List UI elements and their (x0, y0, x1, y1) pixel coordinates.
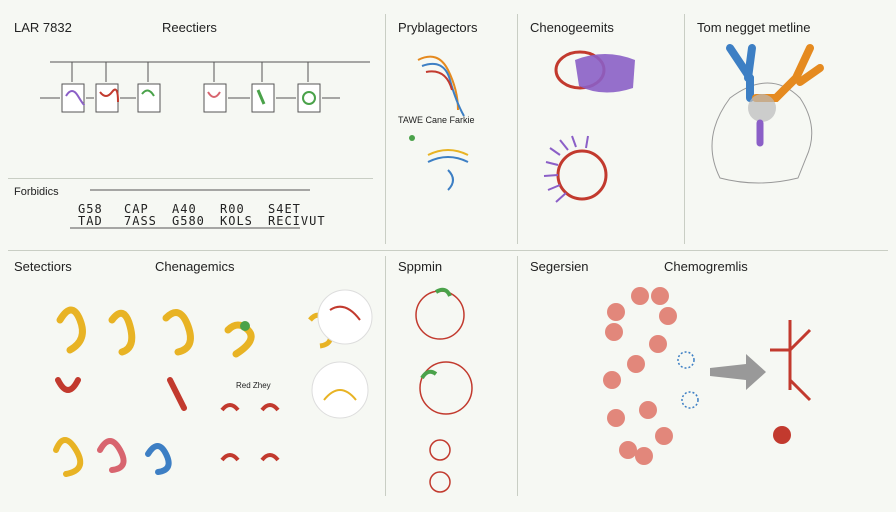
divider-h1 (8, 250, 888, 251)
divider-h2 (8, 178, 373, 179)
heading-twam: TAWE Cane Farkie (398, 115, 475, 125)
formula-cell: G580 (172, 214, 205, 228)
divider-v5 (517, 256, 518, 496)
formula-cell: RECIVUT (268, 214, 326, 228)
formula-cell: TAD (78, 214, 103, 228)
formula-cell: R00 (220, 202, 245, 216)
heading-torn-neggert: Tom negget metline (697, 20, 811, 35)
network-diagram (603, 287, 812, 465)
pathway-diagram (40, 61, 370, 229)
heading-lar: LAR 7832 (14, 20, 72, 35)
heading-sppmin: Sppmin (398, 259, 443, 274)
divider-v4 (385, 256, 386, 496)
divider-v2 (517, 14, 518, 244)
heading-reactiers: Reectiers (162, 20, 217, 35)
heading-forbidics: Forbidics (14, 186, 59, 198)
formula-cell: S4ET (268, 202, 301, 216)
formula-cell: 7ASS (124, 214, 157, 228)
heading-chemogromits: Chemogremlis (664, 259, 748, 274)
head-diagram (711, 44, 824, 184)
formula-cell: CAP (124, 202, 149, 216)
formula-cell: A40 (172, 202, 197, 216)
heading-selectiors: Setectiors (14, 259, 72, 274)
ring-diagram (543, 50, 635, 203)
heading-pryblagectors: Pryblagectors (398, 20, 478, 35)
formula-cell: G58 (78, 202, 103, 216)
formula-row-1: G58 CAP A40 R00 S4ET (78, 202, 301, 216)
heading-chenageomics: Chenagemics (155, 259, 235, 274)
divider-v3 (684, 14, 685, 244)
heading-red-zhey: Red Zhey (236, 381, 271, 390)
heading-chenogeomits-top: Chenogeemits (530, 20, 614, 35)
heading-segersien: Segersien (530, 259, 589, 274)
divider-v1 (385, 14, 386, 244)
pryblagectors-diagram (409, 55, 469, 191)
sppmin-diagram (415, 287, 473, 493)
formula-row-2: TAD 7ASS G580 KOLS RECIVUT (78, 214, 326, 228)
molecules-diagram (53, 289, 373, 477)
formula-cell: KOLS (220, 214, 253, 228)
